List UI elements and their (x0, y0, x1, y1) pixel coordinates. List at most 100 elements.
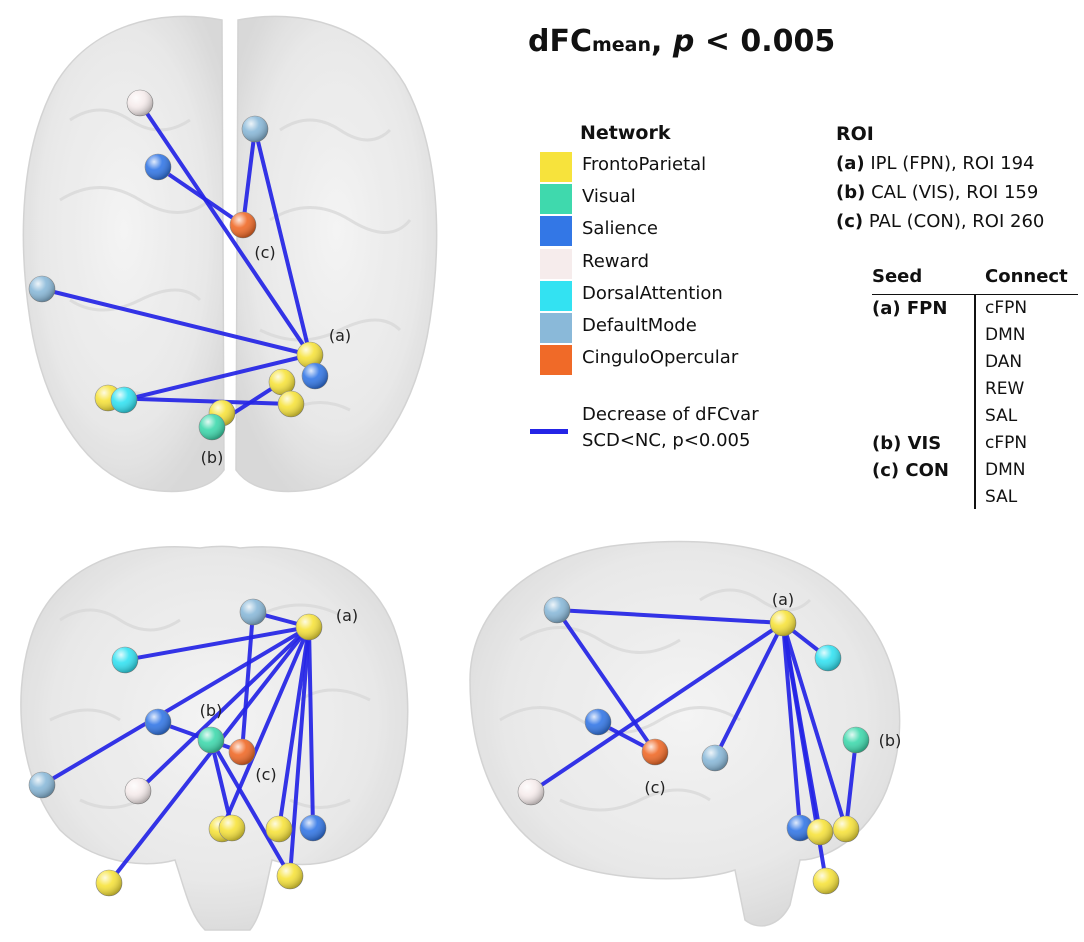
node-label-axial: (c) (254, 243, 275, 262)
legend-label: DefaultMode (582, 314, 697, 336)
legend-label: FrontoParietal (582, 154, 707, 175)
legend-item: Salience (530, 214, 670, 247)
node-axial-a10 (301, 362, 329, 390)
line-legend-label: Decrease of dFCvar SCD<NC, p<0.005 (582, 404, 759, 451)
edge-coronal-c1-c3 (123, 625, 311, 662)
node-label-axial: (a) (329, 326, 351, 345)
node-sagittal-s12 (812, 867, 840, 895)
legend-label: Salience (582, 218, 658, 240)
edge-coronal-c1-c8 (136, 625, 311, 793)
legend-item: FrontoParietal (530, 150, 706, 182)
figure-title: dFCmean, p < 0.005 (528, 24, 836, 59)
edge-sagittal-s5-s2 (555, 608, 657, 754)
node-coronal-c14 (218, 814, 246, 842)
edge-axial-a5-a4 (156, 165, 245, 227)
node-axial-a6 (28, 275, 56, 303)
node-coronal-c11 (299, 814, 327, 842)
node-label-sagittal: (b) (879, 731, 902, 750)
node-coronal-c12 (95, 869, 123, 897)
node-coronal-c7 (28, 771, 56, 799)
edge-sagittal-s1-s11 (781, 621, 848, 831)
legend-swatch (540, 216, 572, 247)
connect-header: Connect (985, 266, 1068, 287)
node-sagittal-s9 (786, 814, 814, 842)
node-coronal-c13 (276, 862, 304, 890)
connection-edges (40, 101, 858, 885)
legend-item: Reward (530, 247, 670, 279)
node-label-coronal: (a) (336, 606, 358, 625)
legend-swatch (540, 280, 572, 311)
legend-item: Visual (530, 182, 670, 215)
connect-cell: SAL (985, 487, 1018, 507)
legend-swatch (540, 152, 572, 182)
connect-cell: cFPN (985, 298, 1028, 318)
seed-labels: (a)(b)(c)(a)(b)(c)(a)(b)(c) (200, 243, 902, 797)
left-hemisphere-axial (22, 15, 225, 493)
legend-swatch (540, 184, 572, 215)
gyri-texture-coronal (49, 603, 371, 809)
edge-sagittal-s8-s11 (844, 738, 858, 831)
node-coronal-c8 (124, 777, 152, 805)
node-label-axial: (b) (201, 448, 224, 467)
node-coronal-c1 (295, 613, 323, 641)
legend-label: DorsalAttention (582, 282, 723, 304)
node-axial-a13 (198, 413, 226, 441)
node-sagittal-s5 (641, 738, 669, 766)
brain-sagittal-view (469, 540, 901, 927)
node-axial-a8 (110, 386, 138, 414)
node-sagittal-s6 (701, 744, 729, 772)
edge-sagittal-s1-s2 (555, 608, 785, 625)
node-sagittal-s4 (584, 708, 612, 736)
edge-coronal-c1-c10 (277, 625, 311, 831)
node-coronal-c2 (239, 598, 267, 626)
edge-axial-a7-a11 (106, 396, 293, 406)
node-label-coronal: (b) (200, 701, 223, 720)
legend-item: CinguloOpercular (530, 343, 738, 376)
node-label-sagittal: (c) (644, 778, 665, 797)
node-coronal-c3 (111, 646, 139, 674)
node-axial-a2 (126, 89, 154, 117)
node-axial-a3 (241, 115, 269, 143)
edge-axial-a5-a3 (241, 127, 257, 227)
node-label-coronal: (c) (255, 765, 276, 784)
legend-label: Visual (582, 186, 636, 208)
legend-label: Reward (582, 250, 650, 272)
legend-item: DorsalAttention (530, 279, 723, 311)
node-sagittal-s2 (543, 596, 571, 624)
edge-axial-a1-a3 (253, 127, 312, 357)
sagittal-outline (469, 540, 901, 927)
line-swatch (530, 429, 568, 434)
node-axial-a9 (268, 368, 296, 396)
node-sagittal-s10 (806, 818, 834, 846)
table-divider (974, 295, 976, 509)
edge-axial-a1-a6 (40, 287, 312, 357)
edge-coronal-c5-c14 (209, 738, 234, 830)
connect-cell: SAL (985, 406, 1018, 426)
connect-cell: DAN (985, 352, 1023, 372)
node-axial-a4 (144, 153, 172, 181)
legend-label: CinguloOpercular (582, 347, 739, 369)
legend-swatch (540, 248, 572, 279)
roi-item: (b) CAL (VIS), ROI 159 (836, 182, 1039, 203)
seed-header: Seed (872, 266, 923, 287)
edge-coronal-c1-c7 (40, 625, 311, 787)
edge-axial-a1-a8 (122, 353, 312, 402)
node-sagittal-s8 (842, 726, 870, 754)
edge-coronal-c6-c2 (240, 610, 255, 754)
legend-swatch (540, 345, 572, 376)
edge-coronal-c1-c12 (107, 625, 311, 885)
seed-table-header: Seed Connect (872, 266, 1078, 295)
edge-sagittal-s1-s6 (713, 621, 785, 760)
edge-coronal-c1-c13 (288, 625, 311, 878)
connect-cell: cFPN (985, 433, 1028, 453)
seed-cell: (a) FPN (872, 298, 948, 319)
roi-item: (c) PAL (CON), ROI 260 (836, 211, 1045, 232)
connect-cell: REW (985, 379, 1025, 399)
edge-sagittal-s1-s7 (529, 621, 785, 794)
roi-item: (a) IPL (FPN), ROI 194 (836, 153, 1035, 174)
edge-coronal-c5-c13 (209, 738, 292, 878)
